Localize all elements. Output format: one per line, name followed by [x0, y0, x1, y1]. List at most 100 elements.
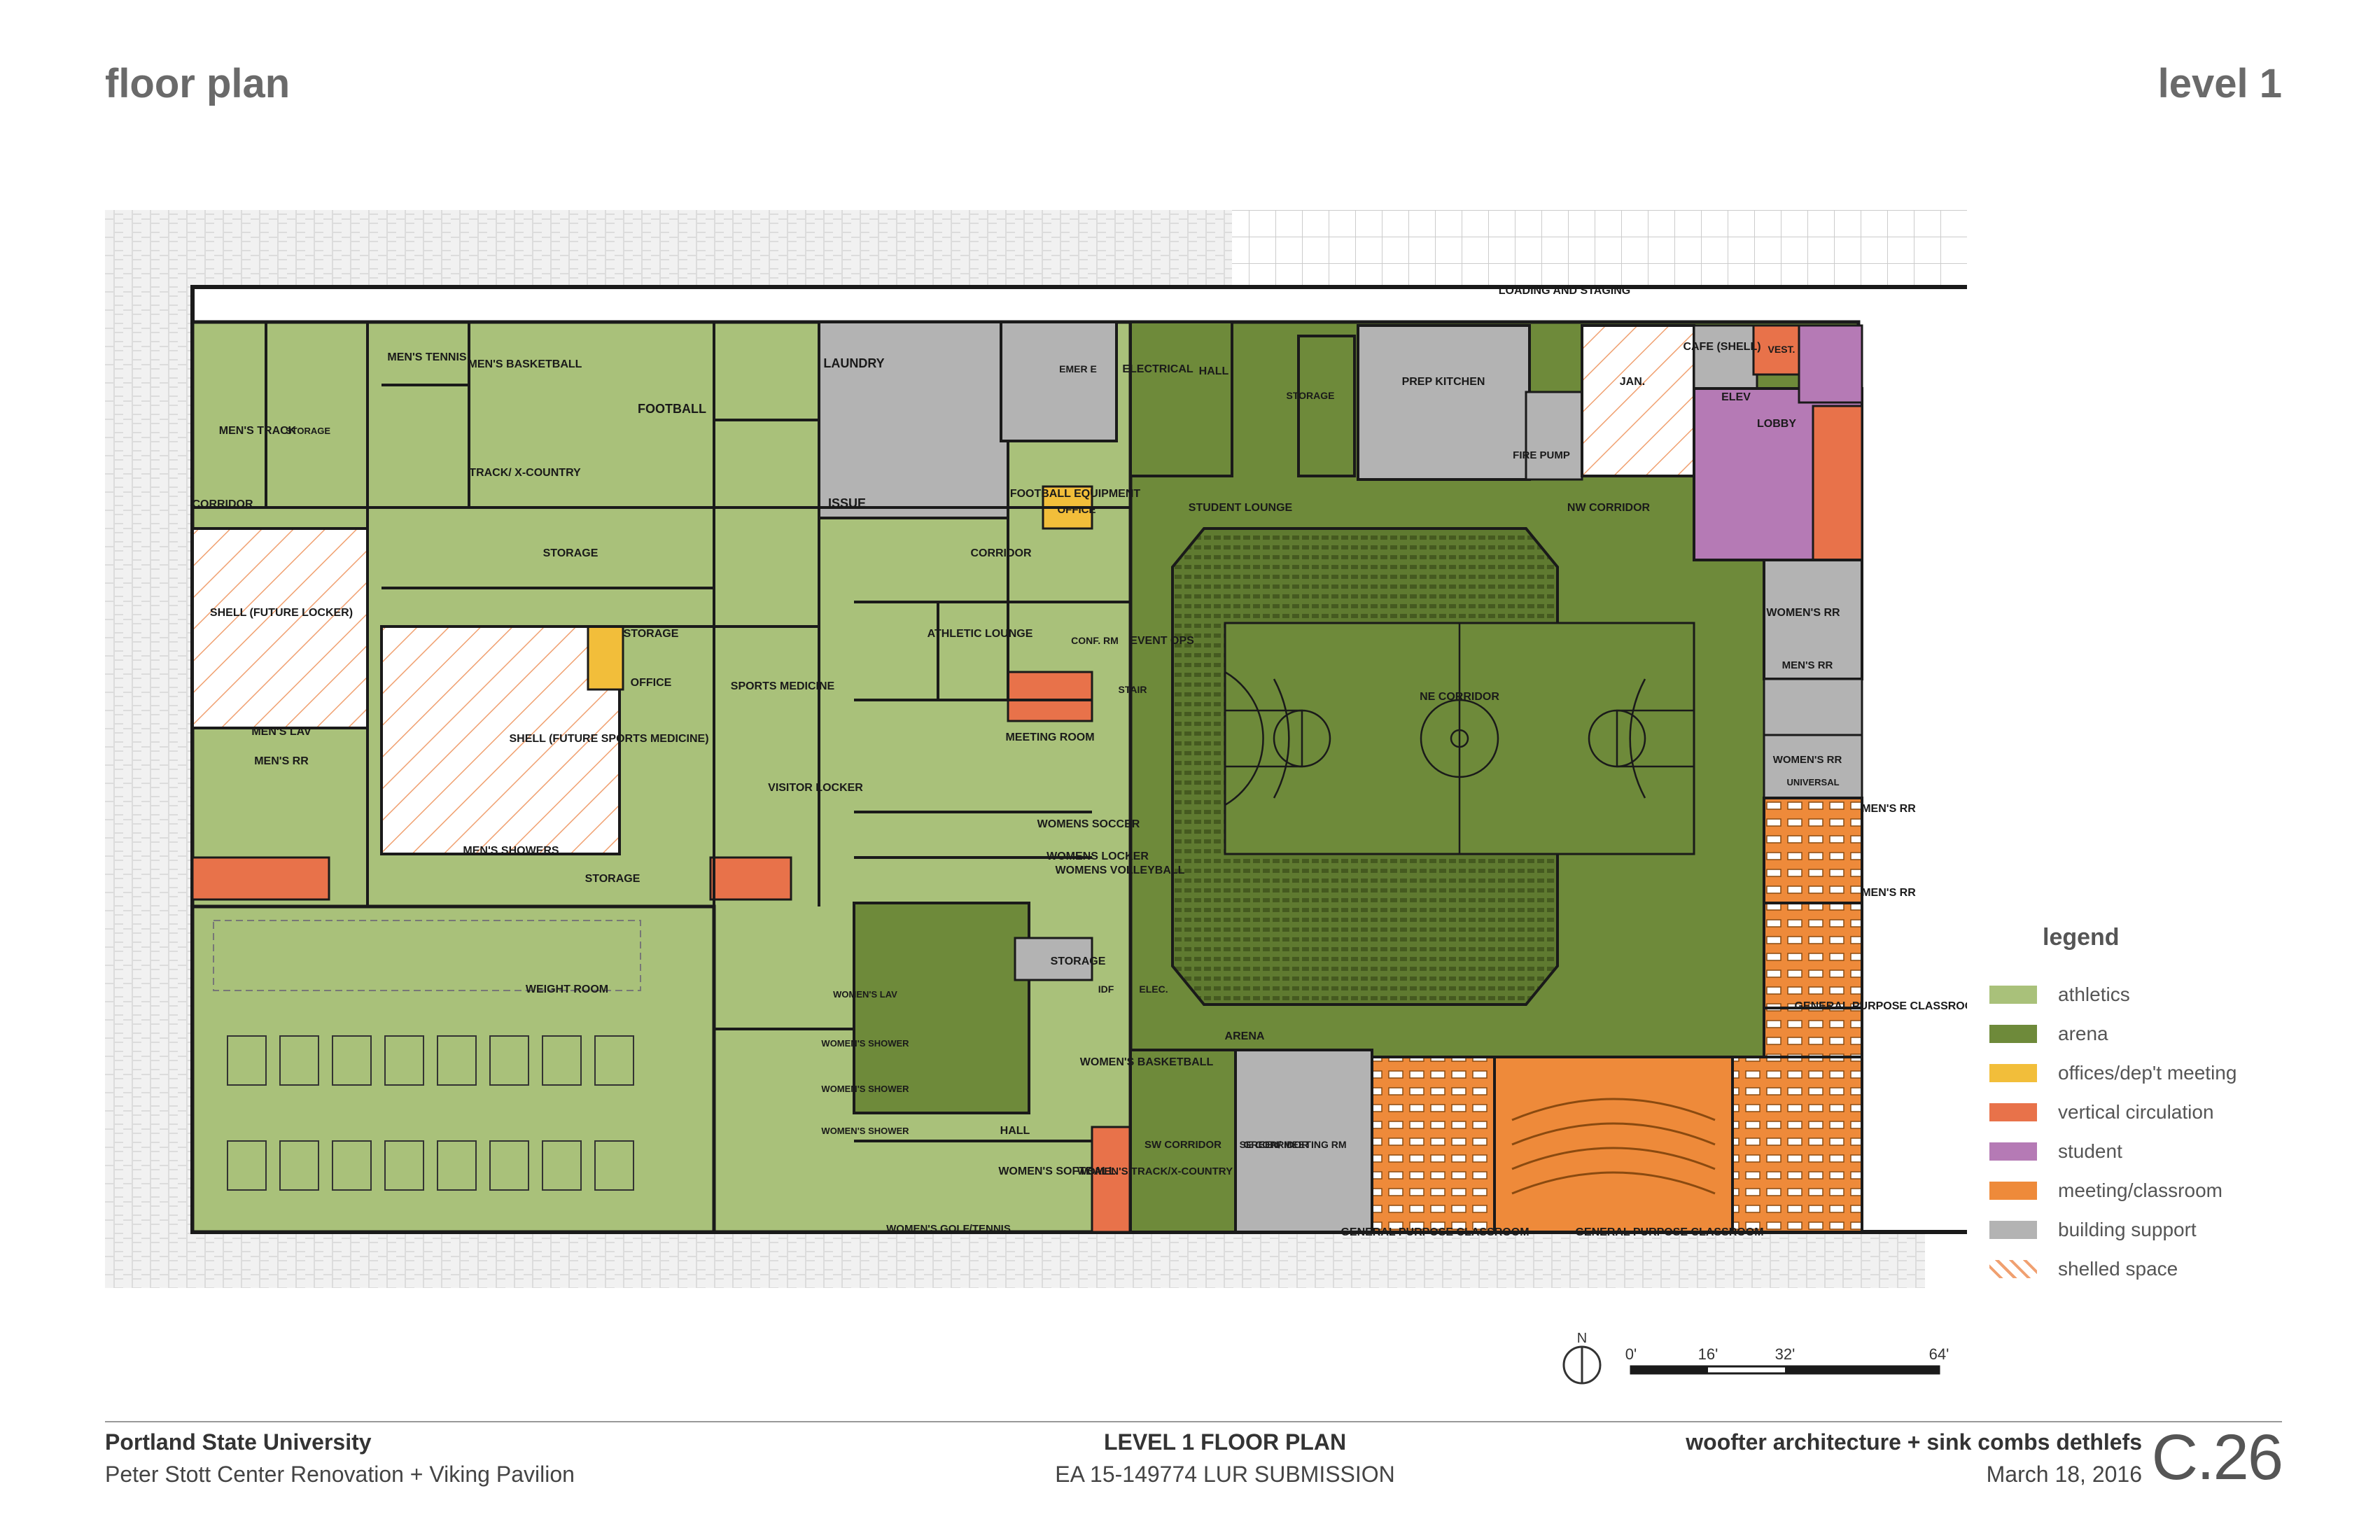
room-label: MEN'S BASKETBALL [468, 358, 582, 370]
room-label: GENERAL PURPOSE CLASSROOM [1340, 1226, 1529, 1238]
legend-label: athletics [2058, 983, 2130, 1005]
room-label: FOOTBALL EQUIPMENT [1010, 488, 1141, 500]
scale-bar: N 0'16'32'64' [1562, 1331, 1949, 1385]
room-label: GENERAL PURPOSE CLASSROOM [105, 210, 188, 212]
legend-item: vertical circulation [1989, 1093, 2283, 1132]
room-label: MEN'S RR [254, 755, 309, 767]
legend-label: vertical circulation [2058, 1101, 2214, 1123]
legend-swatch [1989, 1142, 2037, 1161]
classroom-sw [1371, 1056, 1496, 1233]
room-label: SPORTS MEDICINE [731, 680, 835, 692]
room-label: NE CORRIDOR [1420, 691, 1499, 703]
room-label: MEETING ROOM [1005, 732, 1094, 743]
room-label: STORAGE [585, 873, 640, 885]
room-label: VISITOR LOCKER [768, 782, 863, 794]
room-label: SHELL (FUTURE LOCKER) [210, 607, 353, 619]
legend-label: offices/dep't meeting [2058, 1062, 2237, 1084]
room-label: STORAGE [1051, 955, 1106, 967]
room-label: ELEV [1721, 391, 1751, 403]
room-label: MEN'S RR [1782, 659, 1833, 671]
room-label: EVENT OPS [1130, 635, 1194, 647]
room-label: FOOTBALL [638, 402, 706, 416]
room-label: UNIVERSAL [1786, 777, 1839, 788]
legend-swatch [1989, 1182, 2037, 1200]
legend-swatch [1989, 1064, 2037, 1082]
scale-tick-label: 64' [1929, 1345, 1949, 1363]
room-label: WOMEN'S RR [1773, 754, 1842, 766]
room-label: ELEC. [1139, 983, 1168, 995]
storage-south [853, 902, 1030, 1114]
legend-label: building support [2058, 1219, 2197, 1240]
room-label: WOMENS VOLLEYBALL [1056, 864, 1185, 876]
room-label: NW CORRIDOR [1567, 502, 1651, 514]
room-label: WOMEN'S SHOWER [821, 1126, 909, 1136]
room-label: MEN'S TENNIS [387, 351, 466, 363]
legend-swatch [1989, 1025, 2037, 1043]
room-label: WOMENS SOCCER [1037, 818, 1140, 830]
room-label: WOMENS LOCKER [1046, 850, 1149, 862]
stair-west [191, 856, 330, 901]
scale-tick-label: 0' [1625, 1345, 1637, 1363]
room-label: ISSUE [828, 496, 866, 510]
interior-walls [192, 322, 1141, 1142]
stair-east [1812, 405, 1863, 561]
room-label: CONF. RM [1071, 635, 1119, 646]
room-label: WEIGHT ROOM [526, 983, 608, 995]
sheet-date: March 18, 2016 [1986, 1462, 2142, 1487]
legend-item: arena [1989, 1014, 2283, 1054]
room-label: MEN'S LAV [251, 726, 312, 738]
room-label: GREEN/ MEETING RM [1243, 1139, 1346, 1150]
room-label: WOMEN'S LAV [833, 989, 897, 1000]
legend-item: building support [1989, 1210, 2283, 1250]
idf-elec [1014, 937, 1093, 981]
room-label: WOMEN'S SHOWER [821, 1084, 909, 1094]
room-label: CORRIDOR [192, 498, 253, 510]
legend-item: student [1989, 1132, 2283, 1171]
room-label: WOMEN'S GOLF/TENNIS [886, 1223, 1011, 1235]
room-label: LAUNDRY [823, 356, 884, 370]
room-label: GENERAL PURPOSE CLASSROOM [1794, 1000, 1967, 1012]
sheet-title: LEVEL 1 FLOOR PLAN [1103, 1429, 1347, 1455]
room-label: STORAGE [286, 426, 330, 436]
legend-swatch [1989, 986, 2037, 1004]
legend-item: offices/dep't meeting [1989, 1054, 2283, 1093]
room-label: VEST. [1768, 344, 1795, 355]
room-label: HALL [1000, 1125, 1030, 1137]
stair-event [1007, 671, 1093, 722]
shell-future-sports-medicine [380, 625, 621, 855]
room-label: GENERAL PURPOSE CLASSROOM [105, 210, 188, 212]
room-label: GENERAL PURPOSE CLASSROOM [1575, 1226, 1763, 1238]
stair-south [1091, 1126, 1132, 1233]
room-label: STORAGE [624, 628, 679, 640]
room-label: EMER E [1059, 363, 1097, 374]
room-label: STAIR [1119, 684, 1147, 695]
universal-rr [1763, 678, 1863, 736]
room-label: WOMEN'S TRACK/X-COUNTRY [1077, 1166, 1233, 1177]
room-label: LOBBY [1757, 418, 1796, 430]
elevator [1752, 324, 1800, 376]
legend-label: meeting/classroom [2058, 1180, 2222, 1201]
janitor [1525, 391, 1583, 481]
legend-swatch [1989, 1103, 2037, 1121]
room-label: MEN'S RR [1861, 803, 1916, 815]
room-label: LOADING AND STAGING [1499, 285, 1630, 297]
legend-item: athletics [1989, 975, 2283, 1014]
stair-mid [709, 856, 792, 901]
room-label: ARENA [1225, 1030, 1265, 1042]
shell-future-locker [191, 527, 369, 729]
legend-title: legend [2043, 924, 2120, 951]
room-label: HALL [1199, 365, 1229, 377]
project-name: Peter Stott Center Renovation + Viking P… [105, 1462, 575, 1487]
scale-tick-label: 32' [1775, 1345, 1795, 1363]
south-restrooms [1234, 1049, 1373, 1233]
room-label: MEN'S TRACK [219, 425, 297, 437]
room-label: MEN'S SHOWERS [463, 845, 559, 857]
room-label: SE CORRIDOR [1240, 1139, 1309, 1150]
legend-label: student [2058, 1140, 2122, 1162]
room-label: OFFICE [631, 677, 672, 689]
room-label: OFFICE [1058, 504, 1096, 516]
legend-label: shelled space [2058, 1258, 2178, 1280]
room-label: ATHLETIC LOUNGE [927, 628, 1033, 640]
